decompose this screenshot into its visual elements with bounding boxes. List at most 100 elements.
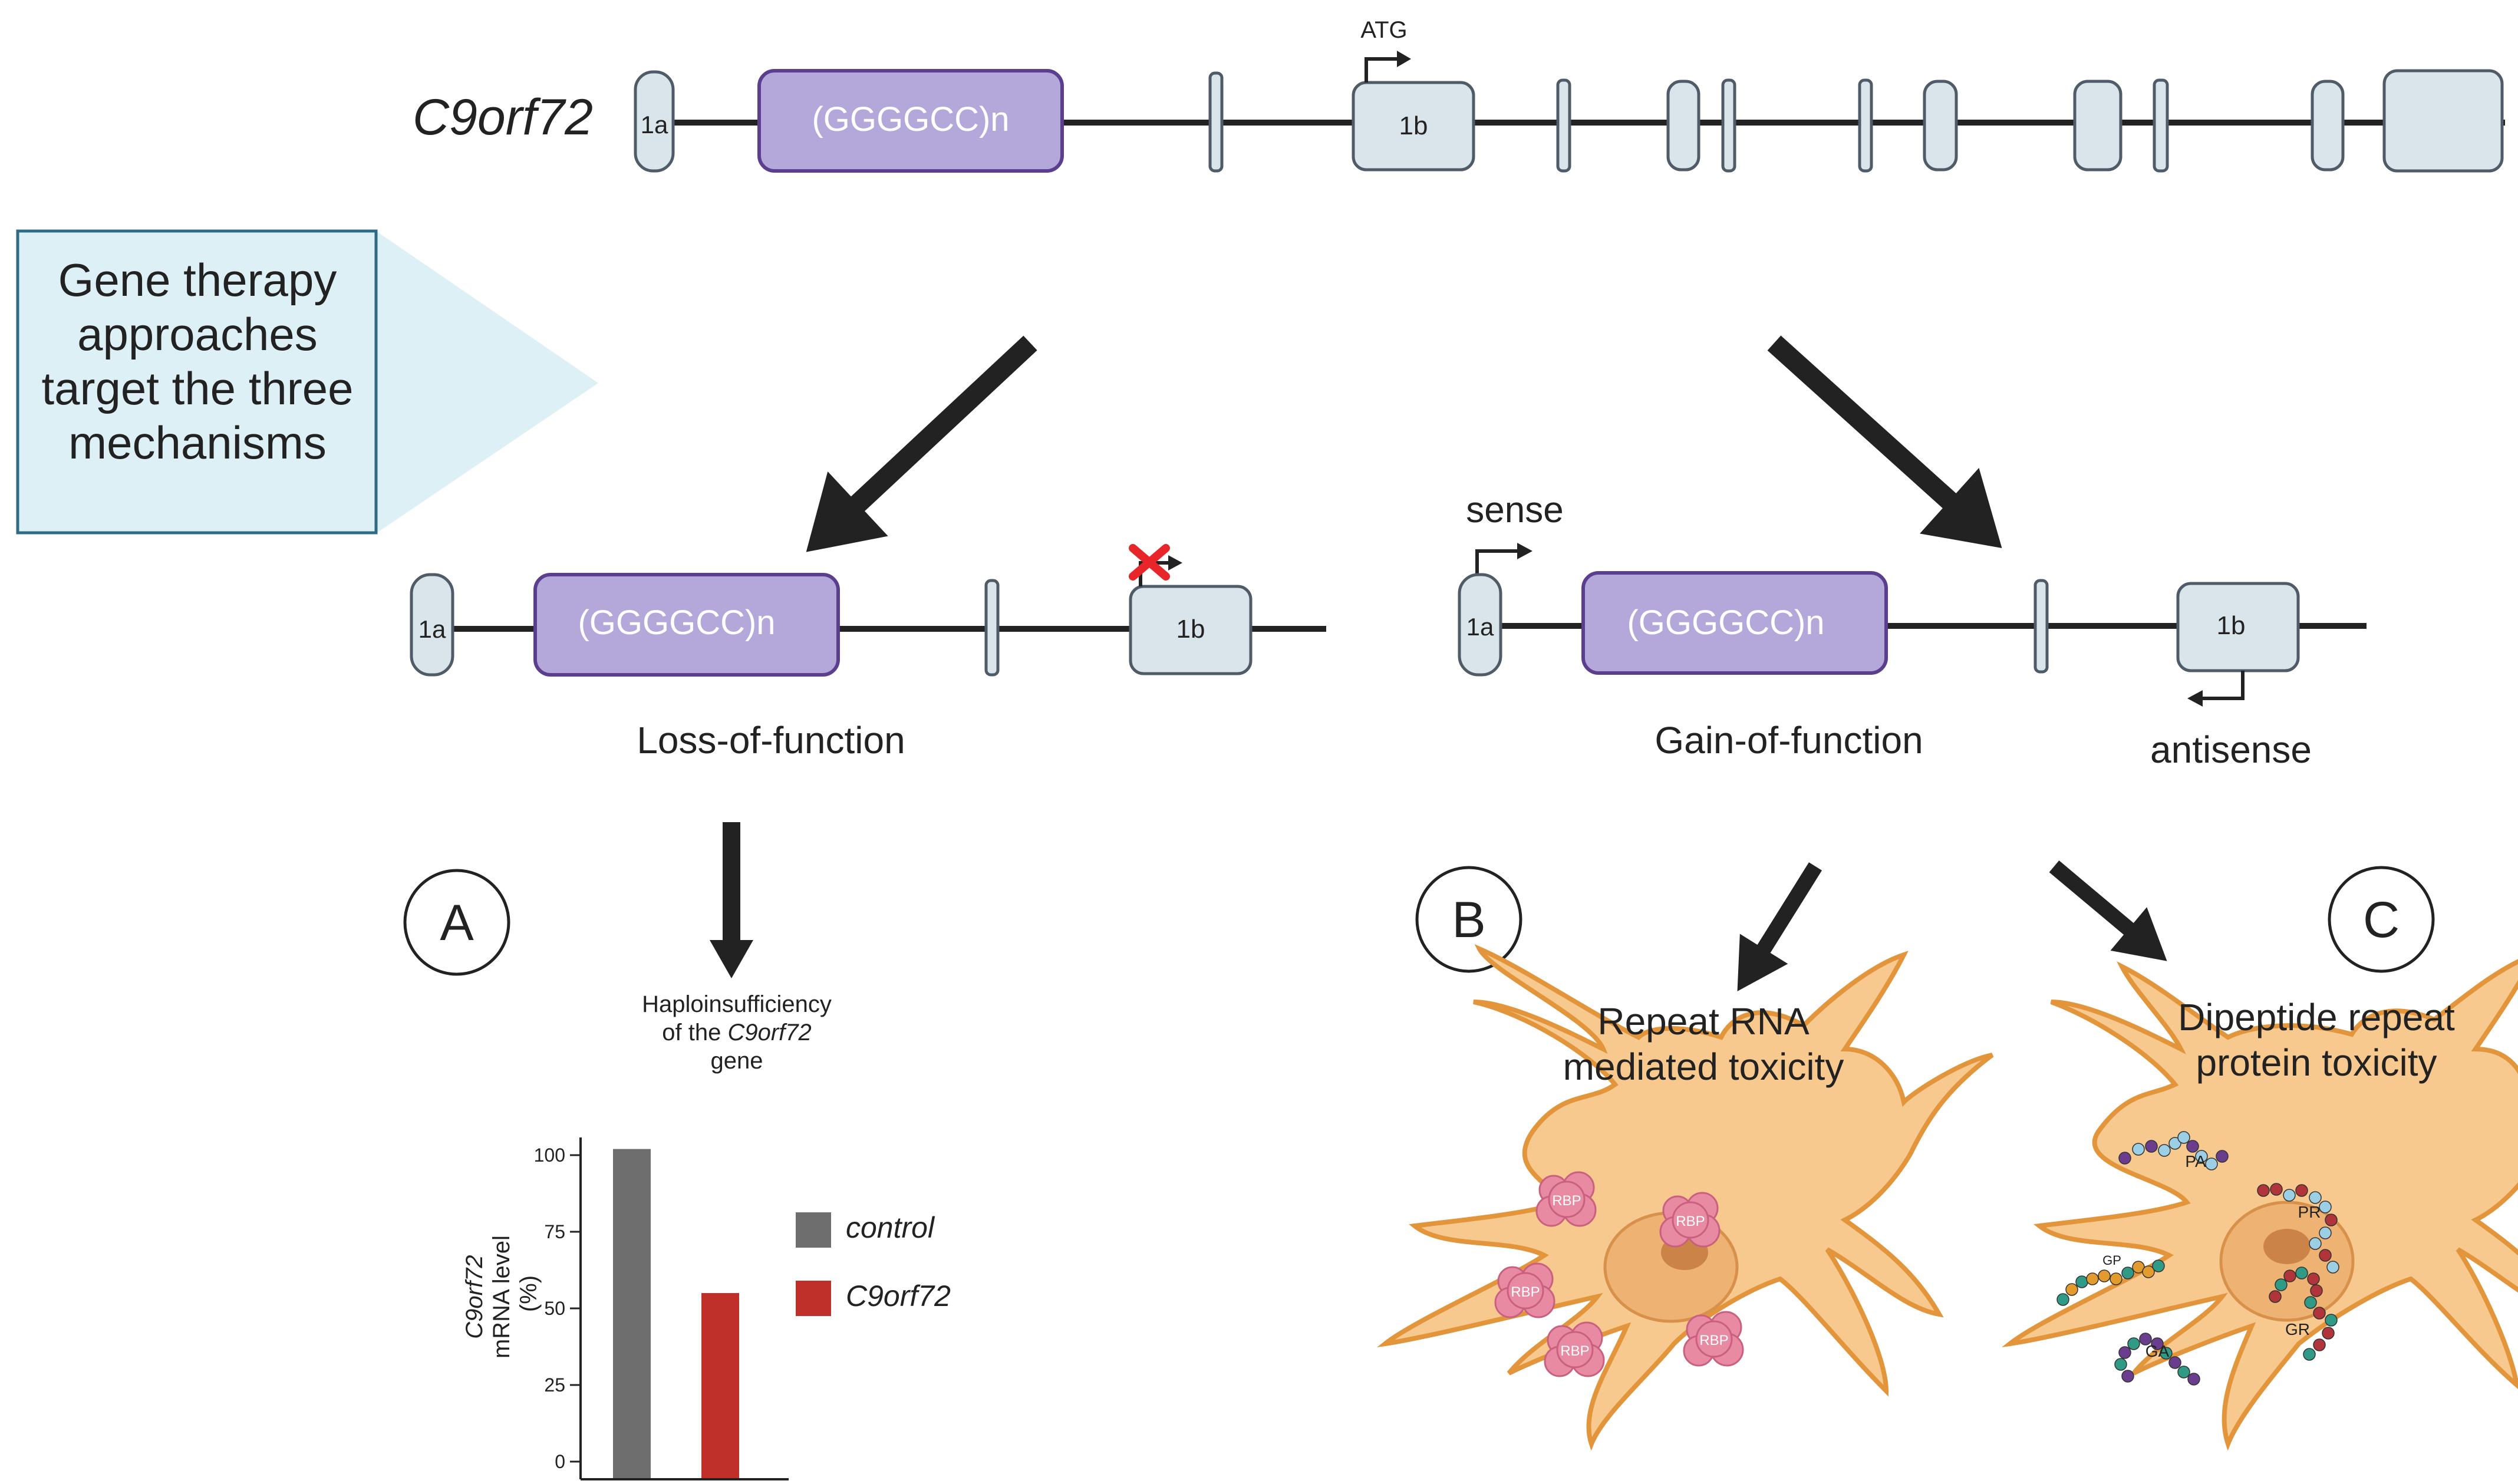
y-tick-label: 0 bbox=[555, 1451, 565, 1472]
dpr-bead bbox=[2309, 1237, 2322, 1250]
exon-small bbox=[1208, 71, 1224, 173]
panel-b: B RBP RBP RBP RBP RBP Repeat RNA mediate… bbox=[1377, 862, 1994, 1451]
callout-line-2: approaches bbox=[77, 308, 318, 360]
exon bbox=[1666, 80, 1700, 172]
dpr-bead bbox=[2139, 1333, 2152, 1346]
dpr-bead bbox=[2325, 1213, 2338, 1226]
gr-chain bbox=[2269, 1267, 2338, 1361]
svg-text:RBP: RBP bbox=[1560, 1343, 1589, 1359]
dpr-label-ga: GA bbox=[2145, 1342, 2170, 1360]
y-tick-label: 25 bbox=[544, 1374, 565, 1396]
svg-text:RBP: RBP bbox=[1552, 1193, 1581, 1209]
dpr-bead bbox=[2319, 1201, 2332, 1213]
arrow-to-panel-b bbox=[1737, 862, 1822, 992]
rbp-cluster: RBP bbox=[1544, 1321, 1605, 1377]
antisense-arrow-icon bbox=[2187, 671, 2245, 707]
dpr-bead bbox=[2168, 1137, 2181, 1150]
exon-small bbox=[1721, 78, 1736, 173]
dpr-bead bbox=[2275, 1278, 2288, 1291]
rbp-cluster: RBP bbox=[1494, 1262, 1555, 1318]
dpr-bead bbox=[2177, 1366, 2190, 1379]
callout-pointer bbox=[376, 231, 598, 533]
dpr-bead bbox=[2307, 1272, 2320, 1285]
dpr-bead bbox=[2098, 1269, 2111, 1282]
lof-exon-1a bbox=[410, 573, 454, 677]
legend-label-c9orf72: C9orf72 bbox=[846, 1279, 951, 1312]
dpr-bead bbox=[2313, 1307, 2326, 1320]
dpr-bead bbox=[2160, 1347, 2173, 1360]
dpr-bead bbox=[2075, 1275, 2088, 1288]
exon-last bbox=[2382, 69, 2504, 173]
panel-c-letter: C bbox=[2363, 892, 2400, 948]
lof-exon-1b bbox=[1129, 585, 1253, 675]
dpr-bead bbox=[2295, 1184, 2308, 1197]
callout-line-1: Gene therapy bbox=[58, 254, 337, 306]
dpr-bead bbox=[2151, 1337, 2164, 1350]
lof-exon-1b-label: 1b bbox=[1176, 615, 1205, 644]
callout-box bbox=[16, 229, 378, 535]
legend-swatch-c9orf72 bbox=[796, 1281, 831, 1316]
haplo-line-2: of the C9orf72 bbox=[662, 1020, 812, 1046]
dpr-bead bbox=[2127, 1337, 2140, 1350]
dpr-bead bbox=[2118, 1152, 2131, 1165]
gof-repeat-label: (GGGGCC)n bbox=[1627, 604, 1824, 642]
dpr-bead bbox=[2205, 1157, 2218, 1170]
chart-legend: control C9orf72 bbox=[796, 1211, 951, 1316]
dpr-label-pr: PR bbox=[2298, 1203, 2321, 1221]
y-tick-label: 50 bbox=[544, 1298, 565, 1319]
antisense-label: antisense bbox=[2150, 728, 2312, 771]
callout-line-4: mechanisms bbox=[68, 417, 327, 469]
rbp-cluster: RBP bbox=[1683, 1311, 1744, 1367]
dpr-bead bbox=[2295, 1267, 2308, 1279]
dpr-bead bbox=[2065, 1283, 2078, 1296]
loss-of-function-label: Loss-of-function bbox=[637, 719, 905, 761]
dpr-bead bbox=[2186, 1140, 2199, 1153]
dpr-bead bbox=[2114, 1358, 2127, 1371]
panel-b-title-2: mediated toxicity bbox=[1563, 1046, 1844, 1088]
panel-b-title-1: Repeat RNA bbox=[1597, 1000, 1810, 1043]
dpr-bead bbox=[2319, 1249, 2332, 1262]
panel-b-letter: B bbox=[1452, 892, 1485, 948]
dpr-bead bbox=[2158, 1144, 2171, 1157]
gp-chain bbox=[2056, 1259, 2165, 1306]
tss-arrow-icon bbox=[1365, 51, 1411, 83]
dpr-bead bbox=[2187, 1373, 2200, 1386]
dpr-bead bbox=[2319, 1226, 2332, 1239]
haplo-line-1: Haploinsufficiency bbox=[642, 991, 832, 1017]
panel-a-letter: A bbox=[440, 895, 474, 951]
dpr-bead bbox=[2270, 1183, 2283, 1196]
gof-exon-1a bbox=[1458, 573, 1502, 677]
dpr-bead bbox=[2132, 1143, 2145, 1156]
dpr-label-gp: GP bbox=[2102, 1253, 2121, 1268]
loss-of-function-gene: 1a (GGGGCC)n 1b Loss-of-function bbox=[410, 544, 1326, 761]
c9orf72-gene-top: C9orf72 1a (GGGGCC)n 1b ATG bbox=[413, 17, 2505, 173]
dpr-bead bbox=[2121, 1370, 2134, 1383]
ga-chain bbox=[2114, 1333, 2200, 1386]
panel-b-circle bbox=[1415, 866, 1522, 973]
gof-exon-small bbox=[2033, 579, 2049, 674]
gof-repeat-expansion bbox=[1581, 571, 1888, 675]
exon-1a bbox=[634, 70, 675, 173]
gene-therapy-callout: Gene therapy approaches target the three… bbox=[16, 229, 598, 535]
exon bbox=[1923, 80, 1958, 172]
dpr-bead bbox=[2086, 1272, 2099, 1285]
legend-label-control: control bbox=[846, 1211, 935, 1244]
sense-label: sense bbox=[1466, 490, 1563, 530]
gain-of-function-gene: sense 1a (GGGGCC)n 1b Gain-of-function a… bbox=[1458, 490, 2367, 771]
dpr-bead bbox=[2168, 1356, 2181, 1369]
dpr-bead bbox=[2303, 1348, 2316, 1361]
bar-c9orf72 bbox=[701, 1293, 739, 1478]
dpr-bead bbox=[2325, 1314, 2338, 1327]
exon bbox=[2311, 80, 2345, 172]
arrow-to-gain-of-function bbox=[1767, 335, 2002, 548]
exon-small bbox=[2153, 78, 2169, 173]
dpr-bead bbox=[2110, 1272, 2122, 1285]
gain-of-function-label: Gain-of-function bbox=[1655, 719, 1923, 761]
exon-1b-label: 1b bbox=[1399, 111, 1428, 140]
y-tick-label: 75 bbox=[544, 1221, 565, 1242]
arrow-down-to-haploinsufficiency bbox=[710, 822, 753, 978]
dpr-bead bbox=[2195, 1150, 2208, 1163]
bar-control bbox=[613, 1149, 651, 1478]
